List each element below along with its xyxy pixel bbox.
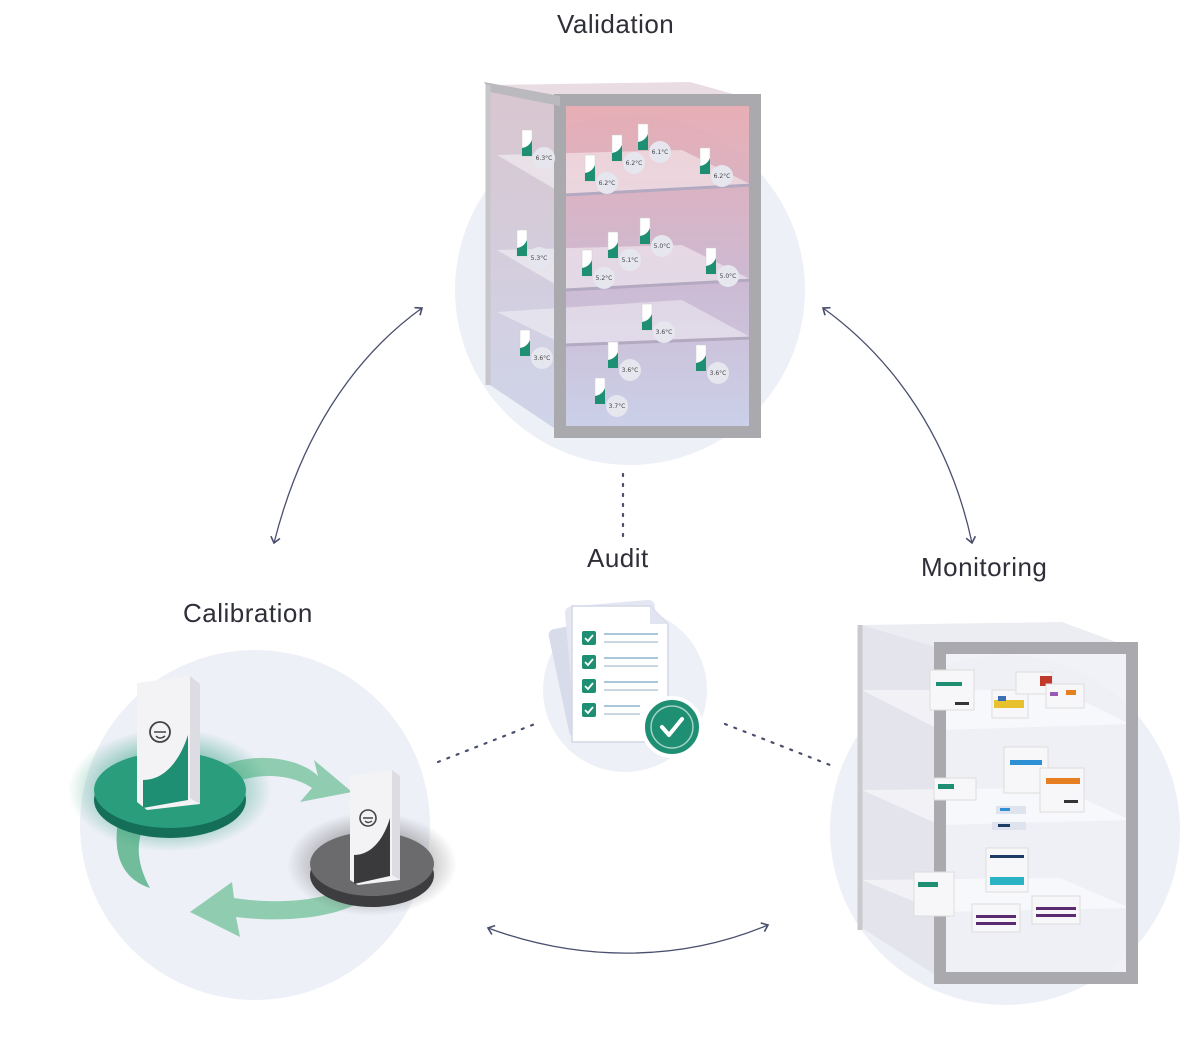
medicine-boxes	[913, 669, 1085, 933]
temperature-reading: 6.2°C	[596, 172, 618, 194]
svg-text:6.3°C: 6.3°C	[536, 155, 553, 162]
svg-text:3.7°C: 3.7°C	[609, 403, 626, 410]
svg-text:5.2°C: 5.2°C	[596, 275, 613, 282]
sensor-icon	[641, 303, 653, 331]
audit-document	[548, 599, 703, 758]
svg-text:3.6°C: 3.6°C	[656, 329, 673, 336]
svg-text:5.3°C: 5.3°C	[531, 255, 548, 262]
sensor-icon	[705, 247, 717, 275]
sensor-icon	[639, 217, 651, 245]
dotted-link-audit-monitoring	[723, 722, 832, 767]
temperature-reading: 3.6°C	[653, 321, 675, 343]
temperature-reading: 6.2°C	[711, 165, 733, 187]
sensor-icon	[699, 147, 711, 175]
arrow-validation-monitoring	[821, 306, 977, 545]
calibration-illustration	[68, 676, 457, 937]
temperature-reading: 3.6°C	[619, 359, 641, 381]
sensor-icon	[516, 229, 528, 257]
sensor-icon	[695, 344, 707, 372]
audit-label: Audit	[587, 543, 649, 573]
temperature-reading: 3.6°C	[707, 362, 729, 384]
sensor-icon	[607, 341, 619, 369]
temperature-reading: 3.7°C	[606, 395, 628, 417]
temperature-reading: 6.2°C	[623, 152, 645, 174]
temperature-reading: 5.0°C	[717, 265, 739, 287]
svg-text:3.6°C: 3.6°C	[622, 367, 639, 374]
svg-text:5.0°C: 5.0°C	[720, 273, 737, 280]
svg-text:6.2°C: 6.2°C	[626, 160, 643, 167]
temperature-reading: 6.3°C	[533, 147, 555, 169]
sensor-icon	[584, 154, 596, 182]
temperature-reading: 5.2°C	[593, 267, 615, 289]
sensor-icon	[519, 329, 531, 357]
temperature-reading: 5.3°C	[528, 247, 550, 269]
temperature-reading: 5.0°C	[651, 235, 673, 257]
svg-text:6.2°C: 6.2°C	[599, 180, 616, 187]
sensor-device-icon	[137, 676, 200, 810]
sensor-icon	[581, 249, 593, 277]
monitoring-label: Monitoring	[921, 552, 1048, 582]
sensor-icon	[607, 231, 619, 259]
svg-text:6.2°C: 6.2°C	[714, 173, 731, 180]
svg-text:3.6°C: 3.6°C	[710, 370, 727, 377]
monitoring-cabinet	[857, 622, 1138, 984]
calibration-label: Calibration	[183, 598, 313, 628]
sensor-icon	[637, 123, 649, 151]
arrow-calibration-monitoring	[486, 922, 770, 954]
sensor-icon	[521, 129, 533, 157]
svg-text:5.0°C: 5.0°C	[654, 243, 671, 250]
sensor-device-icon	[350, 770, 400, 885]
validation-label: Validation	[557, 9, 675, 39]
svg-text:6.1°C: 6.1°C	[652, 149, 669, 156]
arrow-calibration-validation	[270, 306, 424, 545]
temperature-reading: 6.1°C	[649, 141, 671, 163]
svg-text:3.6°C: 3.6°C	[534, 355, 551, 362]
sensor-icon	[611, 134, 623, 162]
calibration-arrow-left	[190, 882, 360, 937]
temperature-reading: 5.1°C	[619, 249, 641, 271]
dotted-link-audit-calibration	[436, 720, 542, 764]
checklist	[582, 631, 658, 717]
sensor-icon	[594, 377, 606, 405]
validation-sensors: 6.3°C 6.2°C 6.2°C 6.1°C 6.2°C 5.3°C 5.2°C 5.1°C…	[516, 123, 739, 417]
temperature-reading: 3.6°C	[531, 347, 553, 369]
svg-text:5.1°C: 5.1°C	[622, 257, 639, 264]
